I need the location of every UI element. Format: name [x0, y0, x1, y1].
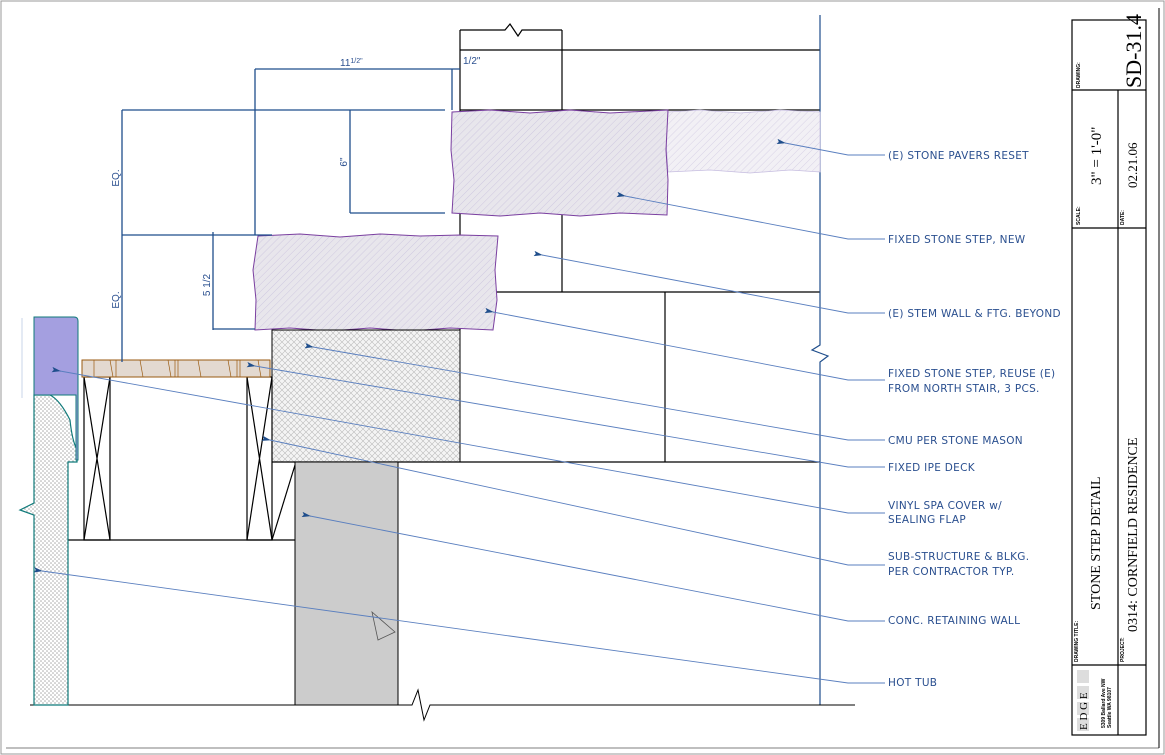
dim-width-top: 111/2"	[340, 58, 363, 69]
address-line-2: Seattle WA 98107	[1107, 687, 1113, 728]
drawing-number-label: DRAWING:	[1076, 62, 1082, 88]
leader-lines	[33, 138, 885, 684]
callout-retaining-wall: CONC. RETAINING WALL	[888, 615, 1020, 627]
dim-eq-upper: EQ.	[111, 169, 122, 186]
ipe-deck	[81, 359, 271, 378]
drawing-title-label: DRAWING TITLE:	[1074, 621, 1080, 662]
dim-riser-lower: 5 1/2	[202, 273, 213, 296]
callout-fixed-step-reuse-2: FROM NORTH STAIR, 3 PCS.	[888, 383, 1040, 395]
substructure	[68, 376, 296, 541]
callout-cmu: CMU PER STONE MASON	[888, 435, 1023, 447]
date-label: DATE:	[1120, 210, 1126, 225]
callout-ipe-deck: FIXED IPE DECK	[888, 462, 976, 474]
scale-label: SCALE:	[1076, 206, 1082, 225]
callout-spa-cover-1: VINYL SPA COVER w/	[888, 500, 1002, 512]
scale-value: 3" = 1'-0"	[1089, 127, 1105, 185]
project-label: PROJECT:	[1120, 637, 1126, 662]
callout-labels: (E) STONE PAVERS RESET FIXED STONE STEP,…	[888, 150, 1061, 689]
drawing-number: SD-31.4	[1121, 14, 1146, 88]
spa-cover	[33, 316, 79, 461]
dim-gap: 1/2"	[463, 56, 481, 67]
project-name: 0314: CORNFIELD RESIDENCE	[1126, 438, 1141, 632]
drawing-title: STONE STEP DETAIL	[1089, 477, 1104, 610]
callout-fixed-step-reuse-1: FIXED STONE STEP, REUSE (E)	[888, 368, 1055, 380]
svg-text:E D G E: E D G E	[1078, 692, 1090, 730]
callout-hot-tub: HOT TUB	[888, 677, 937, 689]
stem-wall	[459, 22, 820, 462]
date-value: 02.21.06	[1125, 142, 1140, 188]
address-line-1: 5309 Ballard Ave NW	[1101, 678, 1107, 728]
baseline	[30, 688, 855, 722]
callout-stone-pavers: (E) STONE PAVERS RESET	[888, 150, 1029, 162]
edge-logo: E D G E	[1077, 670, 1090, 731]
callout-stem-wall: (E) STEM WALL & FTG. BEYOND	[888, 308, 1061, 320]
dim-eq-lower: EQ.	[111, 291, 122, 308]
title-block: DRAWING: SD-31.4 SCALE: 3" = 1'-0" DATE:…	[1071, 14, 1147, 736]
concrete-retaining-wall	[294, 461, 399, 706]
hot-tub-wall	[18, 394, 78, 706]
dimensions: 111/2" 1/2" EQ. EQ. 6" 5 1/2	[111, 56, 481, 362]
callout-substructure-2: PER CONTRACTOR TYP.	[888, 566, 1015, 578]
callout-fixed-step-new: FIXED STONE STEP, NEW	[888, 234, 1026, 246]
callout-substructure-1: SUB-STRUCTURE & BLKG.	[888, 551, 1029, 563]
break-line-right	[810, 15, 830, 705]
stone-paver-existing	[665, 109, 821, 174]
stone-step-upper	[450, 109, 669, 217]
stone-step-new	[252, 233, 499, 332]
callout-spa-cover-2: SEALING FLAP	[888, 514, 966, 526]
dim-riser-upper: 6"	[339, 157, 350, 167]
